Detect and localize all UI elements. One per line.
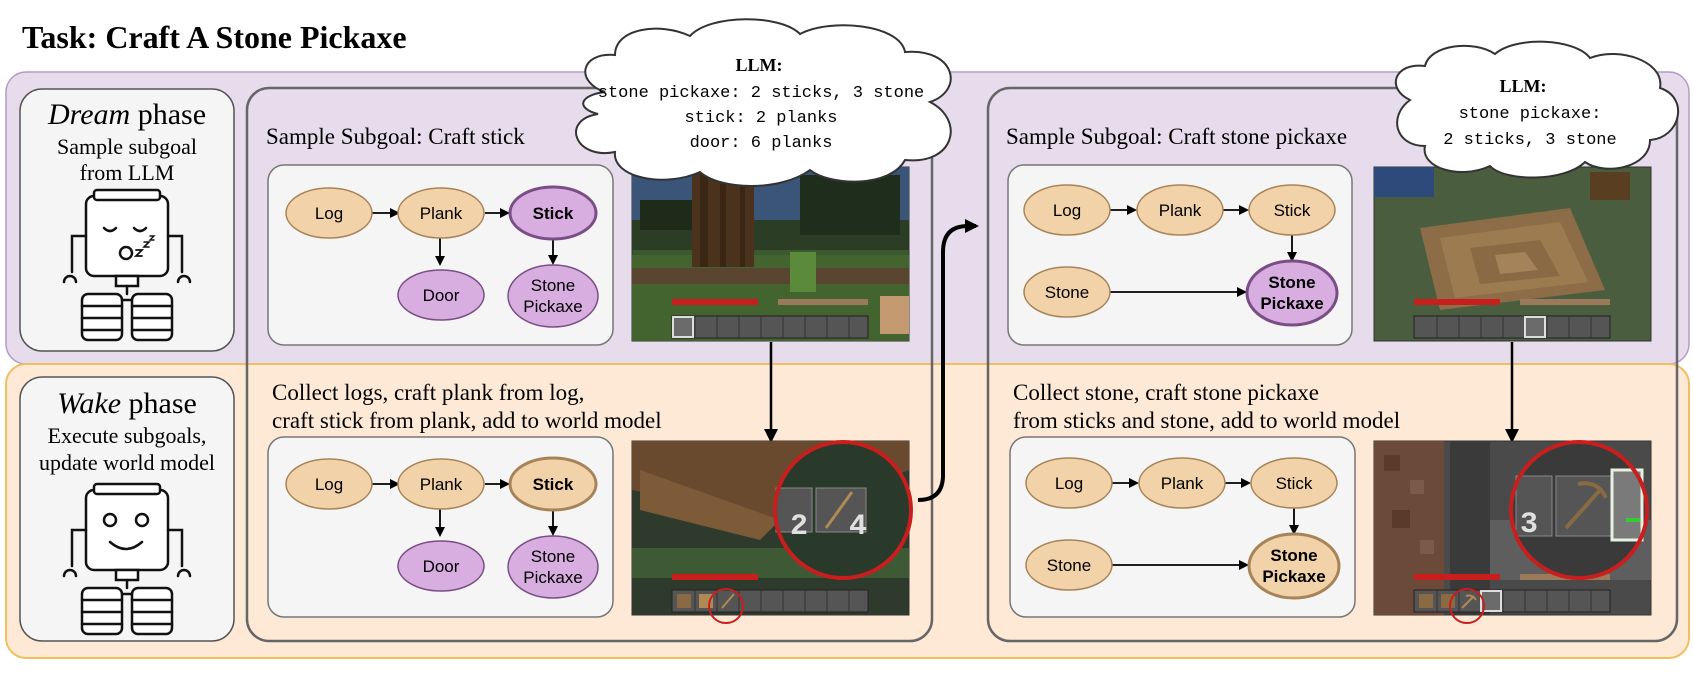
svg-text:Stone: Stone	[1045, 283, 1089, 302]
svg-text:Plank: Plank	[420, 204, 463, 223]
left-zoom-highlight-circle	[773, 440, 913, 580]
task-title: Task: Craft A Stone Pickaxe	[22, 19, 407, 55]
right-dream-game-screenshot	[1373, 166, 1652, 342]
dream-title-italic: Dream	[47, 98, 130, 131]
svg-text:Stone: Stone	[1270, 546, 1317, 565]
left-llm-line-2: stick: 2 planks	[684, 109, 837, 128]
left-llm-line-3: door: 6 planks	[690, 134, 833, 153]
left-panel-frame	[245, 86, 934, 643]
svg-text:Dream phase: Dream phase	[47, 98, 206, 131]
svg-text:Wake phase: Wake phase	[57, 387, 197, 420]
svg-text:Stone: Stone	[531, 276, 575, 295]
svg-text:Stick: Stick	[1274, 201, 1311, 220]
svg-text:Log: Log	[1055, 474, 1083, 493]
left-llm-title: LLM:	[736, 55, 783, 75]
left-wake-line-1: Collect logs, craft plank from log,	[272, 380, 584, 405]
right-llm-line-1: stone pickaxe:	[1459, 105, 1602, 124]
svg-text:Stick: Stick	[533, 475, 574, 494]
svg-text:Plank: Plank	[420, 475, 463, 494]
right-dream-label: Sample Subgoal: Craft stone pickaxe	[1006, 124, 1347, 149]
left-inventory-count-2: 4	[849, 510, 867, 544]
left-dream-node-plank: Plank	[397, 187, 485, 239]
wake-desc-line2: update world model	[39, 450, 215, 475]
left-wake-graph-edges	[372, 479, 558, 537]
left-dream-label: Sample Subgoal: Craft stick	[266, 124, 525, 149]
left-inventory-count-1: 2	[790, 510, 808, 544]
left-wake-node-stick: Stick	[508, 456, 598, 512]
svg-text:Stone: Stone	[1047, 556, 1091, 575]
right-wake-node-stone: Stone	[1025, 539, 1113, 591]
wake-phase-card: Wake phase Execute subgoals, update worl…	[19, 376, 235, 642]
left-dream-node-door: Door	[397, 269, 485, 321]
svg-text:Pickaxe: Pickaxe	[523, 297, 583, 316]
right-wake-game-screenshot: 3	[1373, 440, 1652, 624]
right-dream-node-stone: Stone	[1023, 266, 1111, 318]
right-dream-node-log: Log	[1023, 184, 1111, 236]
left-dream-node-log: Log	[285, 187, 373, 239]
svg-text:Stick: Stick	[533, 204, 574, 223]
right-wake-line-1: Collect stone, craft stone pickaxe	[1013, 380, 1319, 405]
svg-text:Plank: Plank	[1161, 474, 1204, 493]
right-wake-node-stick: Stick	[1250, 457, 1338, 509]
left-wake-game-screenshot: 2 4	[631, 440, 913, 624]
svg-text:Door: Door	[423, 557, 460, 576]
left-to-right-connector-arrow	[917, 219, 979, 502]
left-wake-node-log: Log	[285, 458, 373, 510]
svg-text:Pickaxe: Pickaxe	[1260, 294, 1323, 313]
left-dream-node-stick: Stick	[508, 185, 598, 241]
right-wake-node-plank: Plank	[1138, 457, 1226, 509]
svg-text:Stick: Stick	[1276, 474, 1313, 493]
smiling-robot-icon	[62, 482, 192, 636]
left-small-highlight-circle	[708, 588, 744, 624]
right-llm-line-2: 2 sticks, 3 stone	[1443, 131, 1616, 150]
left-llm-cloud: LLM: stone pickaxe: 2 sticks, 3 stone st…	[575, 18, 952, 187]
right-inventory-count-1: 3	[1520, 508, 1538, 542]
wake-desc-line1: Execute subgoals,	[48, 423, 207, 448]
left-dream-game-screenshot	[631, 166, 910, 342]
dream-desc-line1: Sample subgoal	[57, 134, 197, 159]
svg-text:Pickaxe: Pickaxe	[523, 568, 583, 587]
svg-text:Door: Door	[423, 286, 460, 305]
right-dream-node-plank: Plank	[1136, 184, 1224, 236]
right-wake-line-2: from sticks and stone, add to world mode…	[1013, 408, 1400, 433]
dream-phase-card: Dream phase Sample subgoal from LLM	[19, 88, 235, 352]
left-llm-line-1: stone pickaxe: 2 sticks, 3 stone	[598, 84, 924, 103]
svg-text:Log: Log	[1053, 201, 1081, 220]
svg-text:Stone: Stone	[1268, 273, 1315, 292]
right-panel-frame	[986, 86, 1679, 643]
svg-text:Stone: Stone	[531, 547, 575, 566]
wake-title-rest: phase	[121, 387, 197, 420]
sleeping-robot-icon	[62, 188, 192, 342]
svg-text:Pickaxe: Pickaxe	[1262, 567, 1325, 586]
svg-text:Log: Log	[315, 204, 343, 223]
dream-desc-line2: from LLM	[80, 160, 175, 185]
dream-title-rest: phase	[130, 98, 206, 131]
right-wake-graph-edges	[1112, 478, 1299, 570]
right-dream-node-stick: Stick	[1248, 184, 1336, 236]
right-dream-graph-edges	[1110, 205, 1297, 297]
left-wake-node-door: Door	[397, 540, 485, 592]
left-wake-line-2: craft stick from plank, add to world mod…	[272, 408, 662, 433]
left-wake-node-plank: Plank	[397, 458, 485, 510]
right-small-highlight-circle	[1449, 588, 1485, 624]
right-wake-node-log: Log	[1025, 457, 1113, 509]
svg-text:Log: Log	[315, 475, 343, 494]
left-dream-graph-edges	[372, 208, 558, 266]
wake-title-italic: Wake	[57, 387, 121, 420]
right-llm-cloud: LLM: stone pickaxe: 2 sticks, 3 stone	[1394, 40, 1679, 179]
right-llm-title: LLM:	[1500, 76, 1547, 96]
right-zoom-highlight-circle	[1509, 440, 1649, 580]
svg-text:Plank: Plank	[1159, 201, 1202, 220]
